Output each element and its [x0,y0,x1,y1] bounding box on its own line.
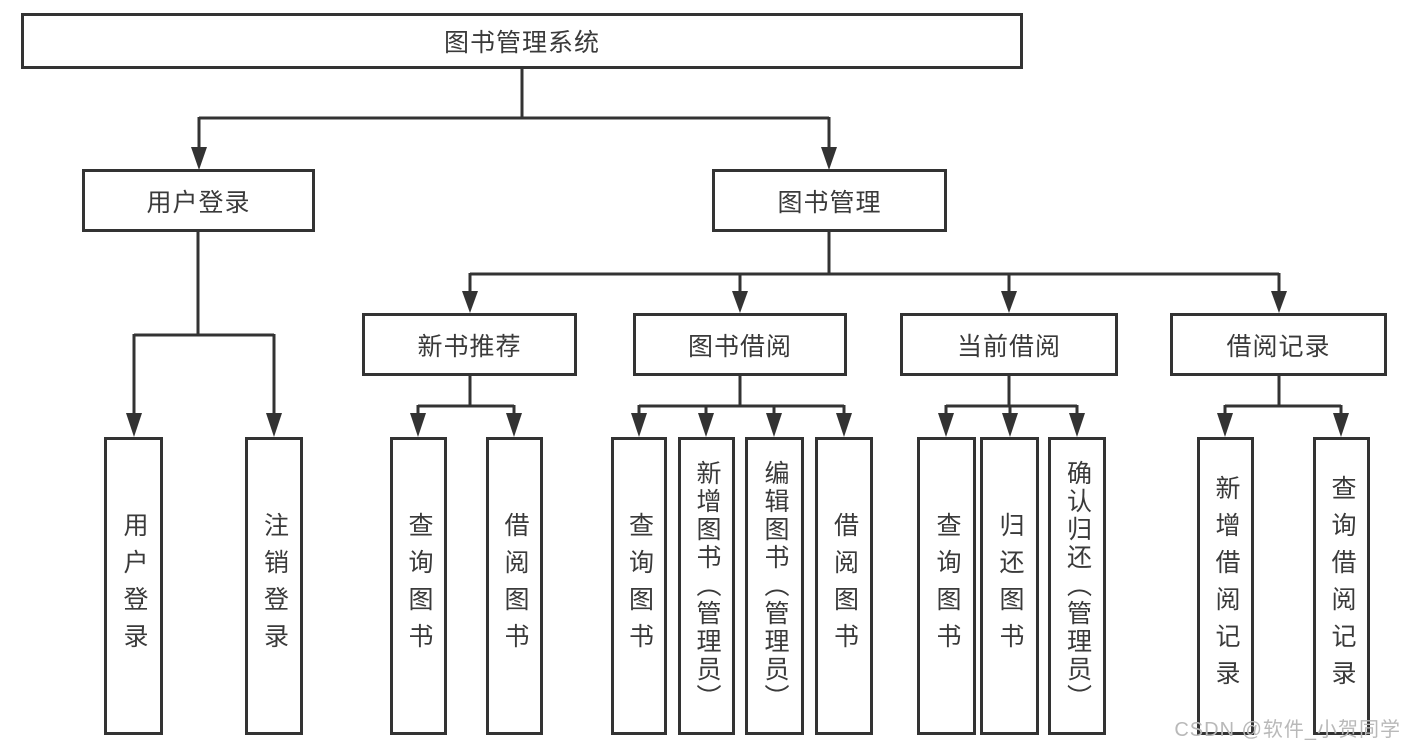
leaf-current-query: 查询图书 [917,437,976,735]
leaf-query-borrow-record: 查询借阅记录 [1313,437,1370,735]
leaf-confirm-return-admin: 确认归还（管理员） [1048,437,1106,735]
connector-newbook-to-leaves [410,376,522,437]
leaf-borrow-query: 查询图书 [611,437,667,735]
node-new-book-recommend-label: 新书推荐 [417,332,522,361]
leaf-add-book-admin-label: 新增图书（管理员） [693,460,721,712]
connector-bookmgmt-to-level3 [462,232,1287,313]
leaf-logout-label: 注销登录 [260,512,289,660]
node-current-borrow-label: 当前借阅 [956,332,1061,361]
leaf-newbook-query-label: 查询图书 [405,512,433,660]
leaf-edit-book-admin: 编辑图书（管理员） [745,437,804,735]
leaf-add-book-admin: 新增图书（管理员） [678,437,735,735]
connector-login-to-leaves [126,232,282,437]
leaf-return-book: 归还图书 [980,437,1039,735]
node-book-borrow-label: 图书借阅 [687,332,792,361]
leaf-query-borrow-record-label: 查询借阅记录 [1328,475,1356,697]
node-root-system-label: 图书管理系统 [443,29,600,57]
connector-root-to-level2 [191,69,837,170]
leaf-confirm-return-admin-label: 确认归还（管理员） [1063,460,1092,712]
node-current-borrow: 当前借阅 [900,313,1118,376]
node-root-system: 图书管理系统 [21,13,1023,69]
leaf-borrow-book-label: 借阅图书 [830,512,859,660]
connector-records-to-leaves [1217,376,1349,437]
node-new-book-recommend: 新书推荐 [362,313,577,376]
node-book-borrow: 图书借阅 [633,313,847,376]
leaf-borrow-book: 借阅图书 [815,437,873,735]
leaf-edit-book-admin-label: 编辑图书（管理员） [761,460,789,712]
csdn-watermark: CSDN @软件_小贺同学 [1174,719,1401,741]
leaf-newbook-query: 查询图书 [390,437,447,735]
node-book-management-label: 图书管理 [777,188,882,217]
leaf-borrow-query-label: 查询图书 [625,512,654,660]
leaf-user-login-label: 用户登录 [120,512,148,660]
node-user-login-label: 用户登录 [146,188,251,217]
node-borrow-records-label: 借阅记录 [1226,332,1331,361]
leaf-current-query-label: 查询图书 [933,512,961,660]
connector-current-to-leaves [938,376,1085,437]
node-user-login: 用户登录 [82,169,315,232]
leaf-logout: 注销登录 [245,437,303,735]
node-borrow-records: 借阅记录 [1170,313,1387,376]
leaf-newbook-borrow: 借阅图书 [486,437,543,735]
leaf-newbook-borrow-label: 借阅图书 [501,512,529,660]
leaf-return-book-label: 归还图书 [996,512,1024,660]
node-book-management: 图书管理 [712,169,947,232]
leaf-add-borrow-record: 新增借阅记录 [1197,437,1254,735]
leaf-user-login: 用户登录 [104,437,163,735]
leaf-add-borrow-record-label: 新增借阅记录 [1212,475,1240,697]
connector-borrow-to-leaves [631,376,852,437]
